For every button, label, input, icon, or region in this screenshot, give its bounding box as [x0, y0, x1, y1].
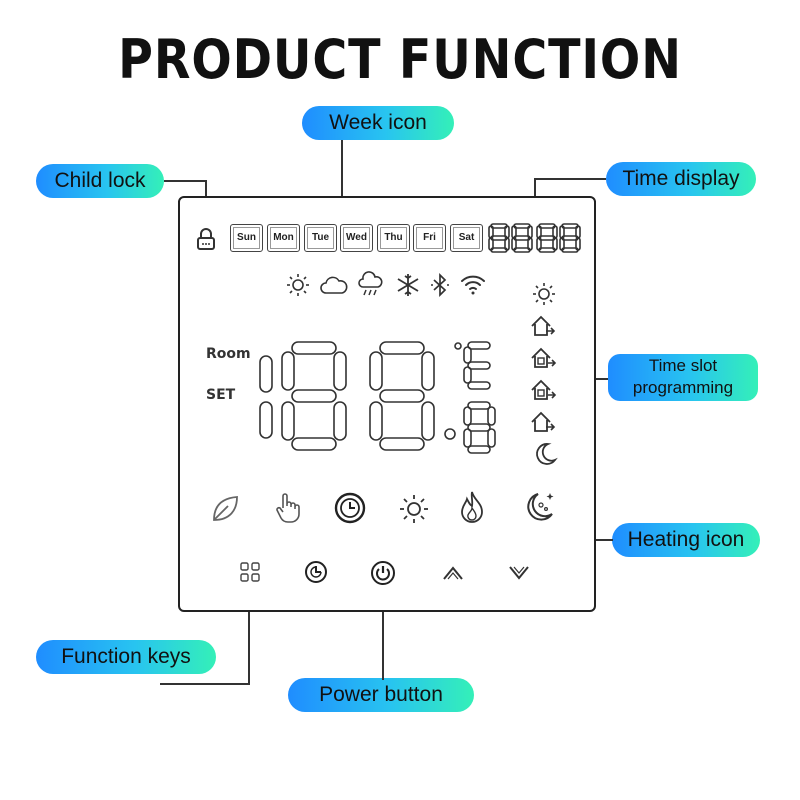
leader-childlock-h [164, 180, 206, 182]
time-display-digits [488, 223, 581, 253]
child-lock-callout: Child lock [36, 164, 164, 198]
down-arrow-icon[interactable] [508, 564, 530, 582]
page-title: PRODUCT FUNCTION [118, 28, 682, 91]
lock-icon [197, 228, 215, 250]
time-slot-callout: Time slot programming [608, 354, 758, 401]
day-fri: Fri [413, 224, 446, 252]
rain-cloud-icon [358, 271, 383, 296]
home-return-2-icon [531, 411, 556, 432]
room-label: Room [206, 346, 251, 362]
leader-time-h [534, 178, 606, 180]
clock-icon [334, 492, 366, 524]
moon-icon [536, 443, 558, 465]
snowflake-icon [397, 274, 419, 296]
leader-fkeys-v [248, 588, 250, 684]
power-icon[interactable] [370, 560, 396, 586]
power-button-callout: Power button [288, 678, 474, 712]
day-mon: Mon [267, 224, 300, 252]
thermostat-panel [178, 196, 596, 612]
home-leave-2-icon [531, 379, 557, 400]
bluetooth-icon [431, 272, 449, 298]
day-thu: Thu [377, 224, 410, 252]
wifi-icon [461, 275, 485, 295]
time-slot-line1: Time slot [648, 356, 718, 375]
home-return-icon [531, 347, 557, 368]
day-sat: Sat [450, 224, 483, 252]
up-arrow-icon[interactable] [442, 564, 464, 582]
leaf-icon [213, 496, 238, 521]
home-leave-icon [531, 315, 556, 336]
set-label: SET [206, 387, 236, 403]
slot-sun-icon [533, 283, 555, 305]
function-keys-callout: Function keys [36, 640, 216, 674]
main-temperature-digits [259, 341, 496, 454]
leader-fkeys-h [160, 683, 250, 685]
hand-icon [276, 493, 300, 523]
heating-icon-callout: Heating icon [612, 523, 760, 557]
cloud-icon [320, 276, 348, 294]
flame-icon [461, 491, 483, 523]
menu-grid-icon[interactable] [240, 562, 260, 582]
day-sun: Sun [230, 224, 263, 252]
moon-stars-icon [527, 493, 554, 521]
clock-key-icon[interactable] [304, 560, 328, 584]
leader-week [341, 140, 343, 226]
day-wed: Wed [340, 224, 373, 252]
day-tue: Tue [304, 224, 337, 252]
time-display-callout: Time display [606, 162, 756, 196]
leader-power [382, 588, 384, 680]
time-slot-line2: programming [632, 378, 734, 397]
mode-sun-icon [400, 495, 428, 523]
sun-icon [287, 274, 309, 296]
week-icon-callout: Week icon [302, 106, 454, 140]
